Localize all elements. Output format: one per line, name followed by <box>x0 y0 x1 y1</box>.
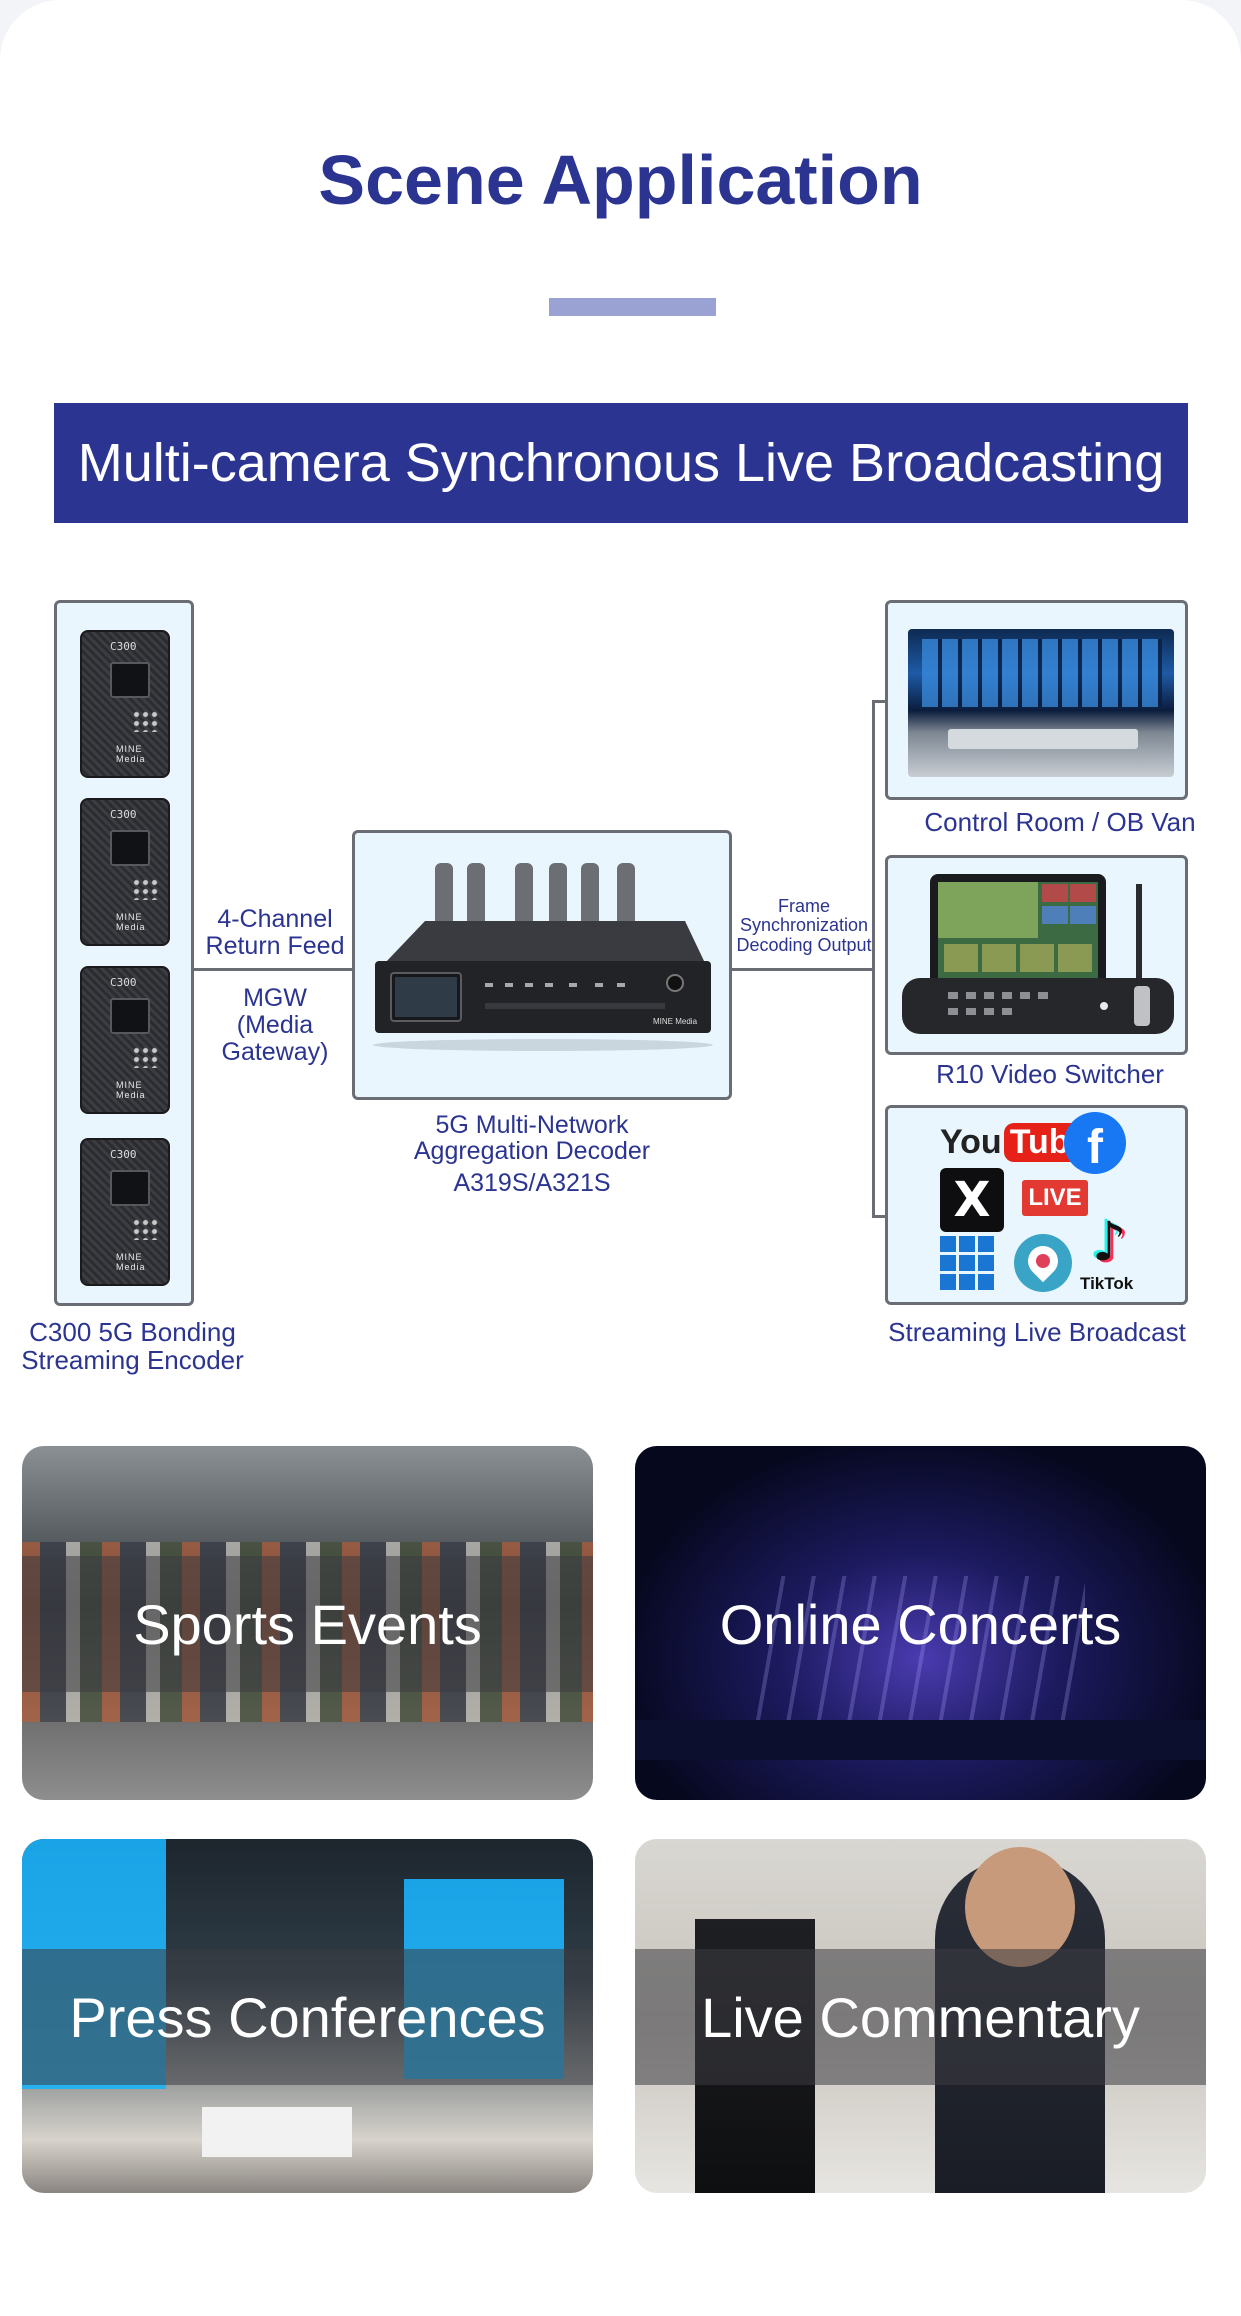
encoder-buttons <box>132 710 158 732</box>
encoder-model-text: C300 <box>110 808 137 821</box>
encoder-model-text: C300 <box>110 1148 137 1161</box>
windows-logo <box>940 1236 994 1290</box>
decoder-label: 5G Multi-Network Aggregation Decoder A31… <box>413 1111 651 1197</box>
encoder-brand-text: MINE Media <box>116 1080 146 1100</box>
title-underline <box>549 298 716 316</box>
facebook-logo: f <box>1064 1112 1126 1174</box>
encoder-device: C300 MINE Media <box>80 630 170 778</box>
encoder-device: C300 MINE Media <box>80 1138 170 1286</box>
tiktok-note-icon: ♪ <box>1092 1210 1127 1273</box>
encoder-device: C300 MINE Media <box>80 966 170 1114</box>
scene-label: Live Commentary <box>635 1949 1206 2085</box>
decoder-brand-text: MINE Media <box>653 1017 698 1026</box>
encoder-buttons <box>132 1046 158 1068</box>
encoder-model-text: C300 <box>110 640 137 653</box>
encoder-brand-text: MINE Media <box>116 912 146 932</box>
left-connector-line <box>194 968 354 971</box>
streaming-box: You Tube f X LIVE ♪ TikTok <box>885 1105 1188 1305</box>
return-feed-label: 4-Channel Return Feed <box>205 905 345 960</box>
scene-label: Online Concerts <box>719 1592 1122 1656</box>
encoder-buttons <box>132 878 158 900</box>
output-bracket-bottom <box>872 1215 886 1218</box>
control-room-box <box>885 600 1188 800</box>
scene-label: Press Conferences <box>22 1949 593 2085</box>
page-title: Scene Application <box>318 141 923 219</box>
tiktok-logo: ♪ TikTok <box>1080 1210 1134 1293</box>
encoder-buttons <box>132 1218 158 1240</box>
encoder-brand-text: MINE Media <box>116 1252 146 1272</box>
control-room-label: Control Room / OB Van <box>924 807 1196 837</box>
scene-label: Sports Events <box>22 1556 593 1692</box>
switcher-label: R10 Video Switcher <box>936 1059 1164 1089</box>
frame-sync-label: Frame Synchronization Decoding Output <box>736 896 872 955</box>
encoder-screen <box>110 1170 150 1206</box>
output-bracket-top <box>872 700 886 703</box>
scene-card-concerts[interactable]: Online Concerts <box>635 1446 1206 1800</box>
video-switcher-device <box>902 874 1174 1034</box>
live-badge: LIVE <box>1022 1180 1088 1216</box>
scene-card-commentary[interactable]: Live Commentary <box>635 1839 1206 2193</box>
right-connector-line <box>732 968 874 971</box>
decoder-box: MINE Media <box>352 830 732 1100</box>
encoder-brand-text: MINE Media <box>116 744 146 764</box>
control-room-image <box>908 629 1174 777</box>
encoder-screen <box>110 662 150 698</box>
x-logo: X <box>940 1168 1004 1232</box>
encoder-model-text: C300 <box>110 976 137 989</box>
decoder-device <box>373 863 713 1051</box>
scene-card-press[interactable]: Press Conferences <box>22 1839 593 2193</box>
section-banner: Multi-camera Synchronous Live Broadcasti… <box>54 403 1188 523</box>
switcher-box <box>885 855 1188 1055</box>
media-gateway-label: MGW (Media Gateway) <box>221 984 329 1066</box>
output-bracket-vertical <box>872 700 875 1218</box>
encoder-screen <box>110 830 150 866</box>
encoder-label: C300 5G Bonding Streaming Encoder <box>21 1317 244 1376</box>
encoder-screen <box>110 998 150 1034</box>
streaming-label: Streaming Live Broadcast <box>888 1317 1186 1347</box>
periscope-logo <box>1014 1234 1072 1292</box>
encoder-device: C300 MINE Media <box>80 798 170 946</box>
scene-card-sports[interactable]: Sports Events <box>22 1446 593 1800</box>
